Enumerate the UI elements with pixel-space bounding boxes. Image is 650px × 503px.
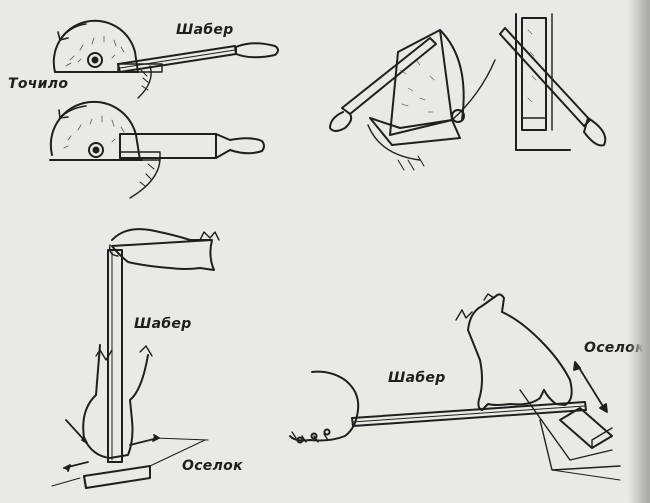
label-scraper-right: Шабер (388, 370, 446, 386)
motion-arrows-right (573, 361, 608, 413)
scraper-lower (119, 133, 265, 161)
whetstone-right (519, 389, 621, 481)
grinder-side-view (515, 13, 571, 151)
hand-pressing-right (455, 293, 573, 411)
whetstone-left (51, 437, 209, 489)
hand-lower-left (82, 344, 153, 459)
hand-holding-right (289, 370, 360, 444)
page-edge-shadow (628, 0, 650, 503)
label-grinder: Точило (8, 76, 69, 92)
grinder-wheel-upper (52, 19, 152, 99)
scraper-upper (117, 42, 279, 73)
scraper-face-view (329, 37, 437, 132)
motion-arrows-left (63, 419, 160, 472)
scraper-side-view (499, 27, 607, 147)
scraper-horizontal (351, 401, 587, 427)
grinder-wheel-lower (49, 100, 161, 199)
grinder-face-view (367, 29, 496, 171)
scraper-vertical (107, 249, 123, 463)
label-scraper-left: Шабер (134, 316, 192, 332)
hand-upper-left (108, 228, 220, 271)
label-scraper-top: Шабер (176, 22, 234, 38)
label-whetstone-left: Оселок (182, 458, 243, 474)
